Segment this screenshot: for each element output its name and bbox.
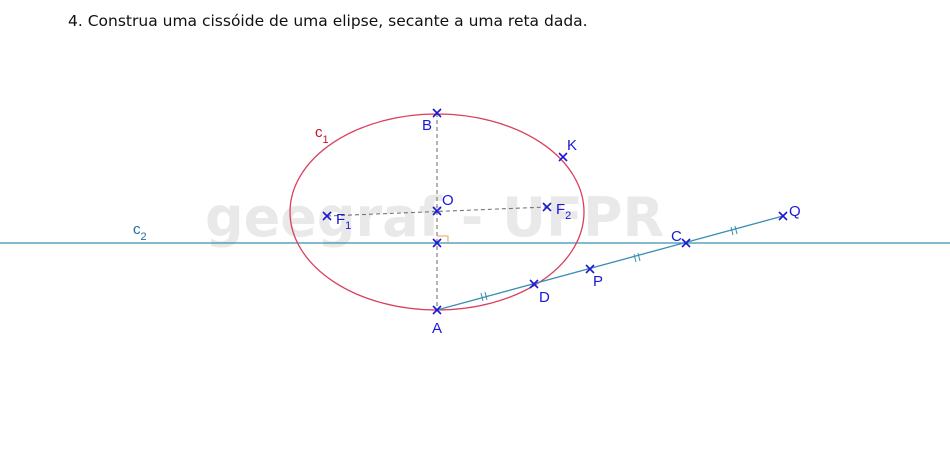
point-f2-label-main: F [556, 201, 565, 218]
right-angle-marker [437, 235, 449, 243]
point-d-label: D [539, 289, 550, 306]
point-f1-label: F1 [336, 211, 351, 232]
point-f2-label-sub: 2 [565, 210, 571, 222]
line-c2-label-main: c [133, 221, 141, 238]
point-o-label: O [442, 192, 454, 209]
point-f1-marker[interactable] [322, 211, 332, 221]
segment-a-q[interactable] [436, 215, 784, 311]
point-q-marker[interactable] [778, 211, 788, 221]
point-c-marker[interactable] [681, 238, 691, 248]
point-f1-label-sub: 1 [345, 220, 351, 232]
point-f2-label: F2 [556, 201, 571, 222]
point-f2-marker[interactable] [542, 202, 552, 212]
point-f1-label-main: F [336, 211, 345, 228]
point-o-marker[interactable] [432, 206, 442, 216]
point-a-marker[interactable] [432, 305, 442, 315]
point-b-label: B [422, 117, 432, 134]
point-p-marker[interactable] [585, 264, 595, 274]
tick-marks-cq [730, 225, 738, 236]
ellipse-label-sub: 1 [323, 134, 329, 146]
focal-axis-dashed [326, 206, 548, 217]
ellipse-label: c1 [315, 124, 329, 146]
point-d-marker[interactable] [529, 279, 539, 289]
point-b-marker[interactable] [432, 108, 442, 118]
point-intersection-marker[interactable] [432, 238, 442, 248]
point-k-marker[interactable] [558, 152, 568, 162]
watermark: geegraf - UFPR [205, 186, 664, 249]
exercise-title: 4. Construa uma cissóide de uma elipse, … [68, 12, 588, 30]
line-c2-label-sub: 2 [141, 231, 147, 243]
tick-marks-pc [633, 252, 641, 263]
ellipse-label-main: c [315, 124, 323, 141]
line-c2-label: c2 [133, 221, 147, 243]
point-q-label: Q [789, 203, 801, 220]
tick-marks-ad [480, 291, 488, 302]
point-k-label: K [567, 137, 577, 154]
point-p-label: P [593, 273, 603, 290]
point-a-label: A [432, 320, 442, 337]
point-c-label: C [671, 228, 682, 245]
